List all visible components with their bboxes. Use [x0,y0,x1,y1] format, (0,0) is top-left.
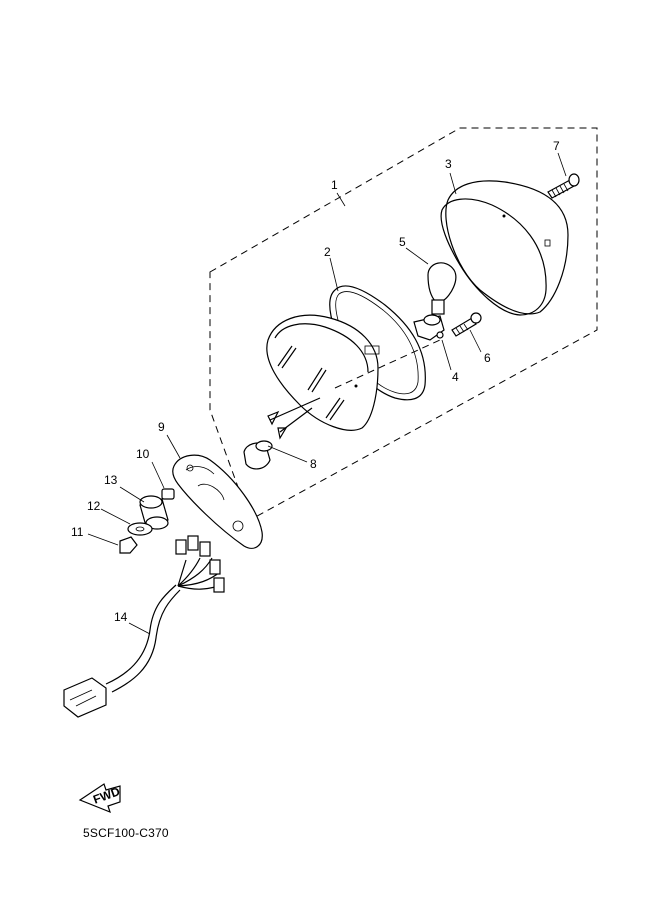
callout-6: 6 [484,351,491,365]
callout-1: 1 [331,178,338,192]
leader-lines [87,152,567,635]
part-nut[interactable] [119,536,138,554]
drawing-code: 5SCF100-C370 [83,826,169,840]
callout-13: 13 [104,473,118,487]
fwd-arrow [78,783,121,814]
callout-11: 11 [71,525,84,539]
part-washer[interactable] [127,522,153,536]
part-base-plate[interactable] [172,454,263,549]
part-housing[interactable] [266,314,441,431]
callout-2: 2 [324,245,331,259]
callout-12: 12 [87,499,101,513]
assembly-boundary [209,127,598,521]
part-lens[interactable] [440,180,569,316]
callout-14: 14 [114,610,128,624]
part-damper[interactable] [139,495,169,530]
part-grommet[interactable] [243,440,273,470]
callout-3: 3 [445,157,452,171]
callouts: 1 3 7 2 5 6 4 8 9 10 13 12 11 14 [71,139,560,624]
callout-4: 4 [452,370,459,384]
callout-5: 5 [399,235,406,249]
part-bulb[interactable] [427,262,457,315]
wire-arrows [267,397,321,440]
part-screw-6[interactable] [451,312,482,337]
callout-7: 7 [553,139,560,153]
callout-9: 9 [158,420,165,434]
part-spacer[interactable] [161,488,175,500]
callout-8: 8 [310,457,317,471]
part-screw-7[interactable] [547,173,580,199]
housing-studs [277,345,345,421]
part-socket[interactable] [413,314,445,341]
part-harness[interactable] [63,535,225,718]
callout-10: 10 [136,447,150,461]
